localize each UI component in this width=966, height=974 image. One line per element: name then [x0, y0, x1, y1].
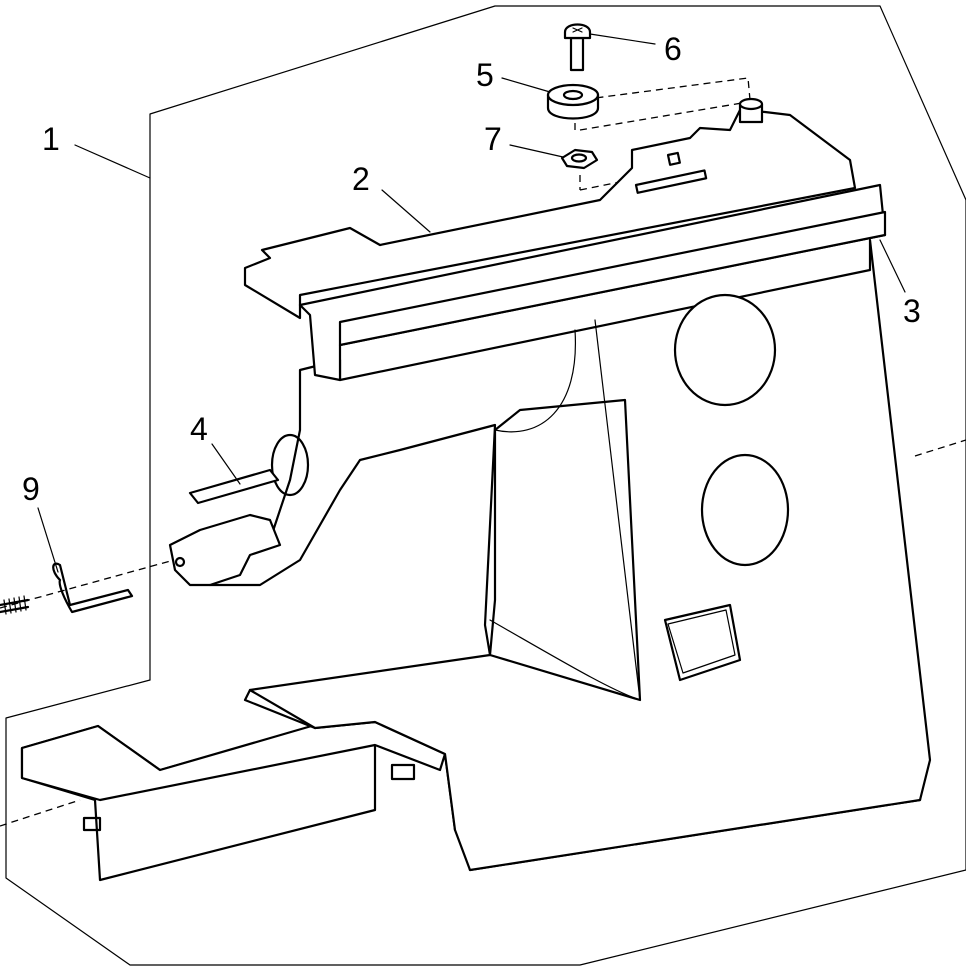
top-screw-boss [738, 97, 764, 124]
assembly-boundary [149, 5, 966, 681]
assembly-boundary-lower [5, 679, 966, 966]
upper-dial-opening [673, 293, 777, 407]
cap-strip-face [338, 210, 887, 347]
lower-dial-opening [700, 453, 790, 567]
callout-2: 2 [352, 161, 370, 197]
lower-window [663, 603, 742, 682]
left-bracket [168, 513, 282, 587]
part-6-screw [563, 23, 592, 72]
dashed-screw-axis [574, 77, 751, 130]
arm-inner-curve [494, 329, 576, 433]
dashed-axis-right [914, 439, 966, 457]
leader-9 [37, 507, 59, 573]
part-4-rod [188, 468, 280, 505]
dashed-screw-axis-lower [579, 101, 749, 131]
leader-2 [381, 189, 431, 233]
leader-5 [501, 77, 551, 93]
dashed-axis-spring [0, 556, 186, 609]
leader-1 [74, 144, 151, 179]
dashed-axis-bottom-left [0, 799, 81, 827]
callout-1: 1 [42, 121, 60, 157]
top-cover-square [666, 151, 681, 166]
leader-7 [509, 144, 564, 158]
bracket-hole [174, 556, 186, 568]
arm-edge-line [594, 319, 641, 701]
part-9-hook [52, 562, 134, 614]
coil-spring [0, 595, 30, 615]
callout-3: 3 [903, 293, 921, 329]
lower-window-inner [667, 609, 736, 674]
base-slot-left [82, 816, 102, 832]
part-5-washer [546, 83, 600, 120]
top-cover [243, 108, 857, 320]
callout-9: 9 [22, 471, 40, 507]
base-slot-right [390, 763, 416, 781]
callout-5: 5 [476, 57, 494, 93]
base-inner-curve [489, 619, 641, 701]
leader-6 [589, 33, 656, 45]
callout-6: 6 [664, 31, 682, 67]
callout-4: 4 [190, 411, 208, 447]
top-cover-slot [634, 169, 708, 194]
leader-4 [211, 443, 241, 485]
callout-7: 7 [484, 121, 502, 157]
bracket-ring [270, 433, 310, 497]
part-7-nut [560, 148, 599, 170]
leader-3 [879, 239, 906, 293]
